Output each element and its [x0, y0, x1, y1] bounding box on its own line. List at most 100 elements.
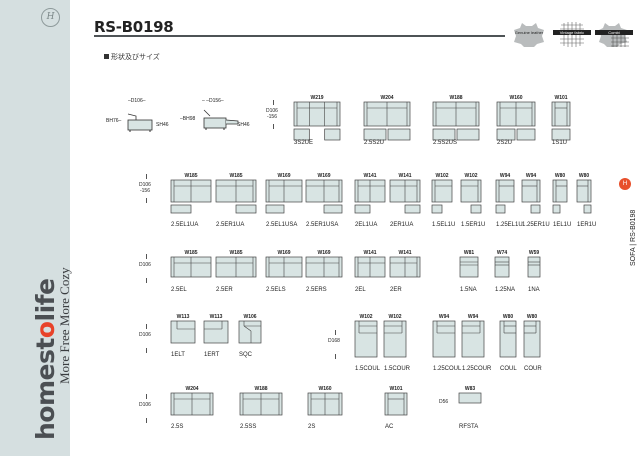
- module-width: W94: [499, 173, 511, 179]
- brand-logo: homestolife More Free More Cozy: [31, 267, 72, 440]
- depth-tick: [146, 278, 147, 283]
- side-tab: H SOFA | RS-B0198: [618, 178, 637, 268]
- module-code: 2.5EL: [171, 287, 187, 293]
- sofa-plan-icon: [389, 179, 421, 214]
- module-width: W80: [578, 173, 590, 179]
- module-width: W113: [176, 314, 190, 320]
- sofa-plan-icon: [305, 256, 343, 278]
- module-code: 2.5ERS: [306, 287, 327, 293]
- title-divider: [94, 35, 505, 37]
- module-code: 3S2UE: [294, 140, 314, 146]
- sofa-plan-icon: [495, 179, 515, 214]
- depth-tick: [146, 254, 147, 259]
- module-code: 2S: [308, 424, 316, 430]
- sofa-plan-icon: [384, 392, 408, 416]
- module-width: W102: [435, 173, 449, 179]
- module-code: 2ER1UA: [390, 222, 414, 228]
- module-width: W185: [229, 250, 243, 256]
- module-width: W141: [398, 250, 412, 256]
- sofa-plan-icon: [305, 179, 343, 214]
- module-code: 2.5S2US: [433, 140, 458, 146]
- sofa-plan-icon: [499, 320, 517, 358]
- depth-tick: [335, 330, 336, 335]
- depth-tick: [273, 100, 274, 105]
- module-width: W188: [449, 95, 463, 101]
- module-code: 1.5COUL: [355, 366, 381, 372]
- module-width: W101: [389, 386, 403, 392]
- module-code: COUR: [524, 366, 542, 372]
- profile-seat-height: SH46: [156, 122, 169, 128]
- sofa-plan-icon: [170, 392, 214, 416]
- module-code: 2.5EL1UA: [171, 222, 199, 228]
- sofa-plan-icon: [461, 320, 485, 358]
- material-vintage-fabric: Vintage fabric: [553, 20, 591, 48]
- module-width: W74: [496, 250, 508, 256]
- depth-label: D106 -156: [139, 182, 151, 194]
- sofa-plan-icon: [389, 256, 421, 278]
- sofa-plan-icon: [431, 179, 453, 214]
- sofa-plan-icon: [170, 179, 212, 214]
- sofa-plan-icon: [459, 256, 479, 278]
- sofa-plan-icon: [354, 256, 386, 278]
- square-bullet-icon: [104, 54, 109, 59]
- page-title: RS-B0198: [94, 18, 174, 36]
- brand-badge-icon: H: [41, 8, 60, 27]
- module-code: 1.5EL1U: [432, 222, 456, 228]
- depth-tick: [273, 124, 274, 129]
- brand-dot-icon: H: [619, 178, 631, 190]
- sofa-plan-icon: [238, 320, 262, 344]
- module-code: 2.5ER: [216, 287, 233, 293]
- sofa-plan-icon: [215, 179, 257, 214]
- section-heading: 形状及びサイズ: [104, 52, 160, 62]
- module-code: 1EL1U: [553, 222, 572, 228]
- module-width: W80: [554, 173, 566, 179]
- module-width: W59: [528, 250, 540, 256]
- module-code: COUL: [500, 366, 517, 372]
- module-code: 1ELT: [171, 352, 185, 358]
- module-code: 1.25NA: [495, 287, 516, 293]
- module-width: W94: [525, 173, 537, 179]
- sofa-plan-icon: [521, 179, 541, 214]
- depth-tick: [146, 418, 147, 423]
- depth-label: D168: [328, 338, 340, 344]
- module-code: 2EL1UA: [355, 222, 378, 228]
- sofa-plan-icon: [354, 179, 386, 214]
- module-width: W160: [318, 386, 332, 392]
- depth-label: D106: [139, 262, 151, 268]
- module-width: W102: [464, 173, 478, 179]
- sofa-plan-icon: [203, 320, 229, 344]
- sofa-plan-icon: [307, 392, 343, 416]
- module-code: 2.5ELS: [266, 287, 286, 293]
- module-code: 2.5ER1UA: [216, 222, 245, 228]
- sofa-reclined-profile-icon: [203, 109, 239, 130]
- depth-label: D56: [439, 399, 449, 405]
- module-width: W141: [363, 173, 377, 179]
- brand-tagline: More Free More Cozy: [57, 267, 72, 384]
- module-width: W169: [277, 250, 291, 256]
- module-width: W80: [502, 314, 514, 320]
- sofa-plan-icon: [494, 256, 510, 278]
- module-code: 1.25ER1U: [522, 222, 550, 228]
- module-code: AC: [385, 424, 394, 430]
- module-code: 1.25COUR: [462, 366, 492, 372]
- module-code: 1S1U: [552, 140, 568, 146]
- material-genuine-leather: Genuine leather: [512, 20, 546, 48]
- sofa-plan-icon: [383, 320, 407, 358]
- module-width: W141: [363, 250, 377, 256]
- module-code: 2EL: [355, 287, 366, 293]
- module-width: W188: [254, 386, 268, 392]
- sofa-plan-icon: [523, 320, 541, 358]
- module-width: W101: [554, 95, 568, 101]
- sofa-plan-icon: [527, 256, 541, 278]
- depth-tick: [146, 174, 147, 179]
- module-width: W81: [463, 250, 475, 256]
- profile-back-height: ‒BH98: [180, 116, 196, 122]
- leather-fabric-combo-icon: [599, 23, 629, 47]
- module-width: W204: [380, 95, 394, 101]
- module-width: W185: [184, 173, 198, 179]
- module-width: W113: [209, 314, 223, 320]
- module-code: 2.5S2U: [364, 140, 385, 146]
- sofa-plan-icon: [458, 392, 482, 404]
- side-tab-label: SOFA | RS-B0198: [630, 209, 637, 266]
- depth-tick: [146, 348, 147, 353]
